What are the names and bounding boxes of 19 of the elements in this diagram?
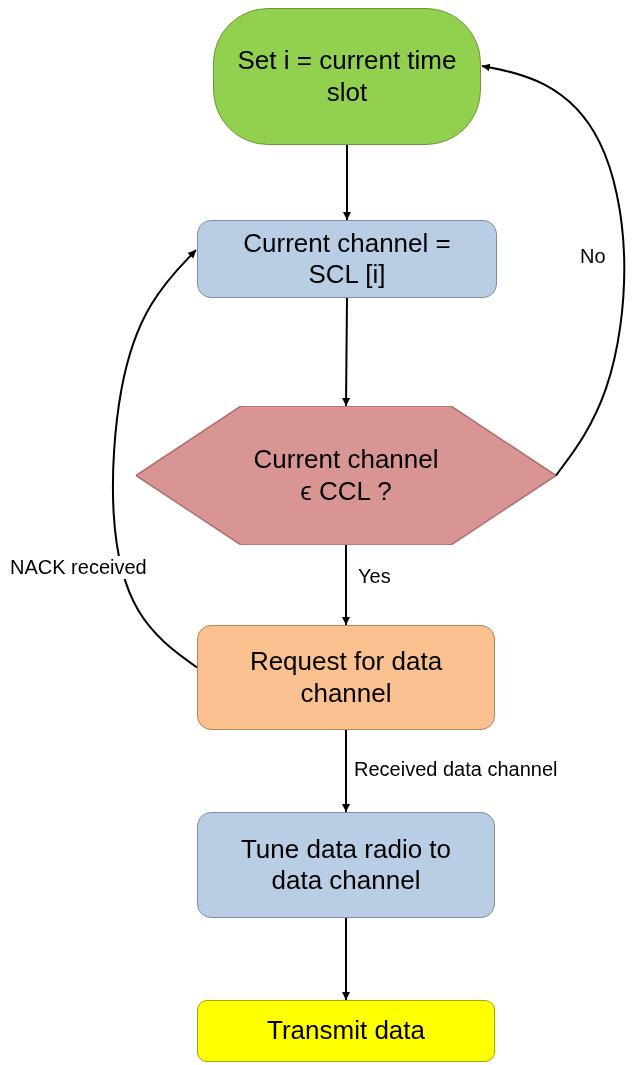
arrow: [342, 729, 350, 813]
arrow: [342, 297, 351, 407]
arrow: [342, 917, 350, 1001]
node-text: Tune data radio to data channel: [239, 833, 453, 897]
arrow: [481, 63, 626, 477]
node-text: Current channel ϵ CCL ?: [252, 444, 440, 507]
arrow: [111, 249, 198, 669]
arrow: [343, 144, 351, 221]
node-text: Set i = current time slot: [237, 45, 457, 108]
process-box: [197, 1000, 495, 1062]
node-text: Request for data channel: [248, 646, 444, 709]
process-box: [197, 220, 497, 298]
node-text: Current channel = SCL [i]: [242, 227, 452, 291]
process-box: [197, 812, 495, 918]
edge-label: NACK received: [8, 556, 149, 579]
process-box: [197, 625, 495, 730]
decision-hexagon: [136, 406, 556, 545]
arrow: [342, 544, 350, 626]
node-text: Transmit data: [267, 1015, 425, 1047]
